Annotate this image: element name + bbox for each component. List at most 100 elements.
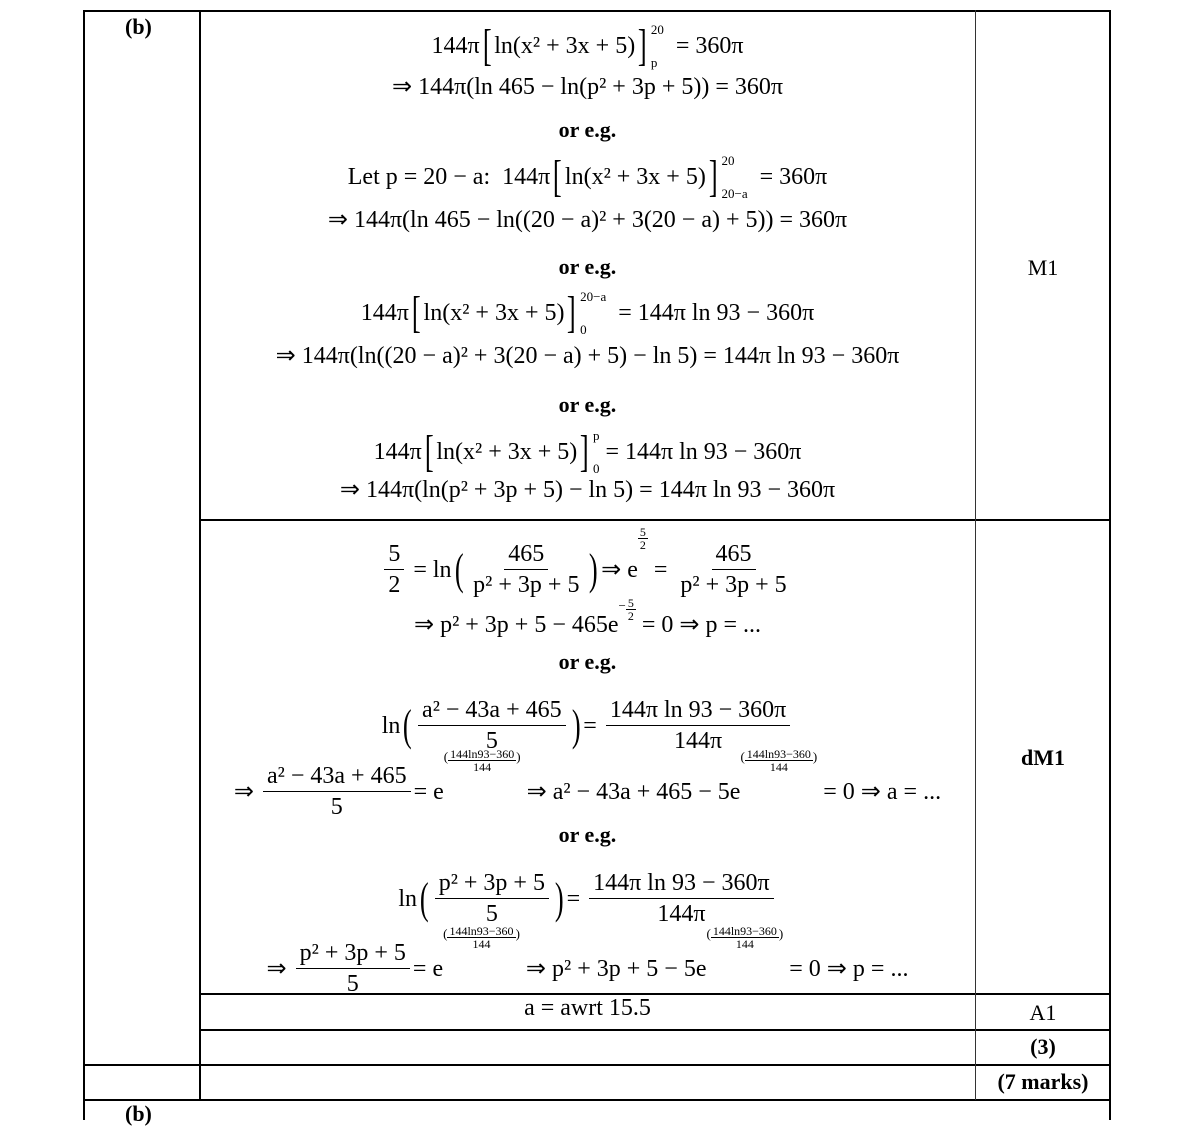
upper-limit: p xyxy=(592,428,600,443)
math-text: ln(x² + 3x + 5) xyxy=(494,33,636,59)
math-text: = 144π ln 93 − 360π xyxy=(606,300,815,326)
or-eg-text: or e.g. xyxy=(558,649,617,674)
numerator: 5 xyxy=(384,542,405,570)
math-text: = e xyxy=(412,955,444,982)
math-text: Let p = 20 − a: 144π xyxy=(347,164,551,190)
bracket: ) xyxy=(571,700,581,750)
numerator: 144ln93−360 xyxy=(448,747,517,761)
table-border-top xyxy=(83,10,1110,12)
row-divider xyxy=(83,1064,1110,1066)
superscript: ) xyxy=(515,926,520,941)
math-text: ⇒ e xyxy=(601,556,638,583)
numerator: 144ln93−360 xyxy=(710,924,779,938)
superscript: ) xyxy=(778,926,784,941)
or-eg-text: or e.g. xyxy=(558,254,617,279)
bracket: [ xyxy=(424,427,434,476)
math-text: ⇒ a² − 43a + 465 − 5e xyxy=(520,778,741,805)
lower-limit: 20−a xyxy=(721,186,748,201)
superscript: − xyxy=(618,598,626,613)
math-text: ⇒ p² + 3p + 5 − 465e xyxy=(413,612,619,638)
denominator: 144 xyxy=(472,937,491,951)
mark-dm1: dM1 xyxy=(1021,745,1065,770)
column-divider xyxy=(199,10,201,1100)
bracket: ) xyxy=(589,544,599,594)
math-line: ⇒ 144π(ln 465 − ln((20 − a)² + 3(20 − a)… xyxy=(200,208,975,232)
numerator: p² + 3p + 5 xyxy=(434,871,549,899)
math-text: = 0 ⇒ a = ... xyxy=(817,778,942,805)
bracket: ( xyxy=(403,700,413,750)
superscript: ( xyxy=(443,926,448,941)
bracket: ] xyxy=(708,152,718,201)
part-label: (b) xyxy=(125,14,152,39)
math-text: ⇒ 144π(ln((20 − a)² + 3(20 − a) + 5) − l… xyxy=(275,343,900,369)
denominator: 2 xyxy=(639,538,646,552)
math-text: ln(x² + 3x + 5) xyxy=(564,164,706,190)
math-text: = xyxy=(566,885,587,912)
lower-limit: 0 xyxy=(580,322,587,337)
math-text: = e xyxy=(413,778,444,805)
superscript: ) xyxy=(812,749,818,764)
numerator: 5 xyxy=(637,525,648,539)
upper-limit: 20−a xyxy=(580,289,607,304)
integral-limits: 20 20−a xyxy=(721,154,747,200)
integral-limits: 20−a 0 xyxy=(580,290,606,336)
math-text: = 0 ⇒ p = ... xyxy=(635,612,762,638)
math-text: = xyxy=(647,556,674,583)
math-text: = 144π ln 93 − 360π xyxy=(599,439,802,465)
upper-limit: 20 xyxy=(721,153,735,168)
denominator: 144 xyxy=(473,760,492,774)
math-text: ⇒ p² + 3p + 5 − 5e xyxy=(519,955,707,982)
superscript: ) xyxy=(516,749,521,764)
numerator: 465 xyxy=(711,542,756,570)
math-text: ln xyxy=(381,712,401,739)
math-text: ⇒ 144π(ln 465 − ln((20 − a)² + 3(20 − a)… xyxy=(327,207,848,233)
numerator: 144π ln 93 − 360π xyxy=(605,698,791,726)
numerator: 144ln93−360 xyxy=(447,924,516,938)
mark-subtotal: (3) xyxy=(1030,1034,1056,1059)
bracket: ( xyxy=(454,544,464,594)
denominator: 5 xyxy=(346,971,359,997)
numerator: 144ln93−360 xyxy=(744,747,813,761)
math-line: ⇒ 144π(ln(p² + 3p + 5) − ln 5) = 144π ln… xyxy=(200,478,975,502)
bracket: ] xyxy=(567,288,577,337)
numerator: a² − 43a + 465 xyxy=(263,764,411,792)
bracket: ] xyxy=(580,427,590,476)
math-text: 144π xyxy=(431,33,480,59)
math-text: ln xyxy=(398,885,418,912)
math-line: ⇒ 144π(ln((20 − a)² + 3(20 − a) + 5) − l… xyxy=(200,344,975,368)
math-text: ⇒ xyxy=(266,955,293,982)
row-divider xyxy=(199,993,1110,995)
denominator: p² + 3p + 5 xyxy=(680,572,787,598)
or-eg-label: or e.g. xyxy=(200,394,975,416)
or-eg-label: or e.g. xyxy=(200,824,975,846)
numerator: 5 xyxy=(625,596,636,610)
or-eg-label: or e.g. xyxy=(200,119,975,141)
mark-total: (7 marks) xyxy=(997,1069,1089,1094)
or-eg-label: or e.g. xyxy=(200,256,975,278)
math-line: a = awrt 15.5 xyxy=(200,996,975,1020)
numerator: a² − 43a + 465 xyxy=(418,698,566,726)
table-border-left xyxy=(83,10,85,1120)
math-text: 144π xyxy=(373,439,422,465)
denominator: 5 xyxy=(330,794,343,820)
lower-limit: p xyxy=(650,55,658,70)
numerator: 144π ln 93 − 360π xyxy=(589,871,774,899)
row-divider xyxy=(199,519,1110,521)
